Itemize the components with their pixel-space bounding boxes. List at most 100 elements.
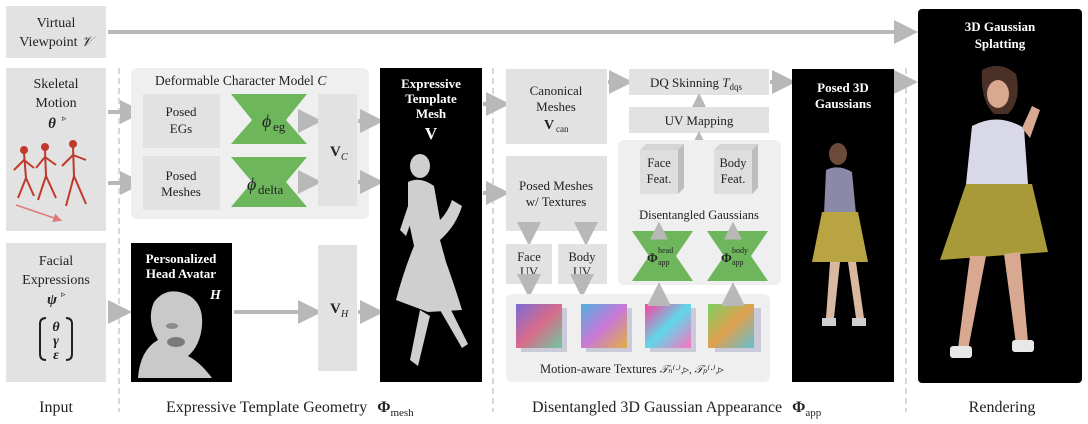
- posed-meshes-box: Posed Meshes: [143, 156, 220, 210]
- motion-textures-label: Motion-aware Textures 𝒯ₙ⁽·⁾,▹, 𝒯ₚ⁽·⁾,▹: [540, 362, 724, 376]
- vc-symbol: V: [330, 144, 341, 160]
- caption-input: Input: [39, 399, 73, 416]
- caption-geometry: Expressive Template Geometry Φmesh: [166, 399, 414, 419]
- body-feat-cube: Body Feat.: [714, 144, 758, 194]
- texture-stack-1: [516, 304, 567, 352]
- posed-gaussians-figure: [812, 143, 868, 326]
- head-avatar-line1: Personalized: [146, 251, 218, 266]
- rendered-person: [940, 65, 1048, 358]
- skeletal-line1: Skeletal: [33, 77, 78, 92]
- facial-symbol: ψ: [47, 292, 58, 308]
- vc-sub: C: [341, 152, 348, 163]
- face-uv-line2: UV: [520, 265, 538, 279]
- param-epsilon: ε: [53, 348, 59, 363]
- posed-gaussians-panel: Posed 3D Gaussians: [792, 69, 894, 382]
- template-line1: Expressive: [401, 76, 461, 91]
- rendering-panel: 3D Gaussian Splatting: [918, 9, 1082, 383]
- phi-head-symbol: Φ: [647, 250, 658, 265]
- posed-egs-line1: Posed: [165, 104, 197, 119]
- phi-body-symbol: Φ: [721, 250, 732, 265]
- posed-gaussians-line2: Gaussians: [815, 96, 871, 111]
- template-line2: Template: [405, 91, 457, 106]
- template-symbol: V: [425, 124, 438, 143]
- phi-head-sup: head: [658, 246, 673, 255]
- posed-egs-line2: EGs: [170, 121, 192, 136]
- head-render: [138, 291, 212, 378]
- body-uv-line1: Body: [568, 250, 596, 264]
- gaussians-group-label: Disentangled Gaussians: [639, 208, 759, 222]
- caption-rendering: Rendering: [969, 399, 1036, 416]
- phi-body-sup: body: [732, 246, 748, 255]
- face-feat-line1: Face: [647, 156, 671, 170]
- template-mesh-panel: Expressive Template Mesh V: [380, 68, 482, 382]
- posed-egs-box: Posed EGs: [143, 94, 220, 148]
- rendering-line2: Splatting: [975, 36, 1026, 51]
- motion-direction-arrow: [15, 204, 63, 223]
- head-avatar-symbol: H: [209, 288, 222, 303]
- uv-mapping-label: UV Mapping: [665, 113, 734, 128]
- phi-body-network: Φ body app: [707, 231, 768, 281]
- phi-delta-symbol: ϕ: [247, 174, 256, 194]
- posed-textures-line2: w/ Textures: [526, 194, 587, 209]
- phi-eg-sub: eg: [273, 119, 286, 134]
- canonical-meshes-box: Canonical Meshes V can: [506, 69, 607, 144]
- param-theta: θ: [52, 320, 60, 335]
- template-mesh-figure: [396, 154, 468, 366]
- vh-symbol: V: [330, 301, 341, 317]
- phi-eg-network: ϕ eg: [231, 94, 307, 144]
- phi-head-sub: app: [658, 258, 670, 267]
- uv-mapping-box: UV Mapping: [629, 107, 769, 133]
- head-avatar-line2: Head Avatar: [146, 266, 216, 281]
- skeleton-figures: [13, 140, 87, 207]
- vh-box: V H: [318, 245, 357, 371]
- posed-textures-box: Posed Meshes w/ Textures: [506, 156, 607, 231]
- phi-eg-symbol: ϕ: [262, 111, 271, 131]
- body-feat-line1: Body: [719, 156, 747, 170]
- deformable-model-title: Deformable Character Model C: [155, 73, 327, 88]
- canonical-sub: can: [556, 124, 569, 134]
- facial-superscript: ▹: [61, 289, 66, 299]
- viewpoint-box: Virtual Viewpoint 𝒱: [6, 6, 106, 58]
- face-uv-box: Face UV: [506, 244, 552, 284]
- canonical-symbol: V: [544, 118, 554, 133]
- phi-delta-sub: delta: [258, 182, 283, 197]
- dq-skinning-box: DQ Skinning Tdqs: [629, 69, 769, 95]
- facial-line2: Expressions: [22, 273, 90, 288]
- texture-stack-2: [581, 304, 632, 352]
- canonical-line2: Meshes: [536, 99, 576, 114]
- body-uv-box: Body UV: [558, 244, 607, 284]
- posed-textures-line1: Posed Meshes: [519, 178, 593, 193]
- param-gamma: γ: [53, 334, 59, 349]
- face-feat-line2: Feat.: [647, 172, 672, 186]
- vc-box: V C: [318, 94, 357, 206]
- facial-expressions-box: Facial Expressions ψ ▹ θ γ ε: [6, 243, 106, 382]
- facial-line1: Facial: [39, 254, 73, 269]
- face-feat-cube: Face Feat.: [640, 144, 684, 194]
- viewpoint-line2: Viewpoint 𝒱: [19, 35, 97, 50]
- skeletal-motion-box: Skeletal Motion θ ▹: [6, 68, 106, 231]
- texture-stack-3: [645, 304, 696, 352]
- motion-textures-box: Motion-aware Textures 𝒯ₙ⁽·⁾,▹, 𝒯ₚ⁽·⁾,▹: [506, 294, 770, 382]
- body-feat-line2: Feat.: [721, 172, 746, 186]
- caption-appearance: Disentangled 3D Gaussian Appearance Φapp: [532, 399, 822, 419]
- face-uv-line1: Face: [517, 250, 541, 264]
- rendering-line1: 3D Gaussian: [965, 19, 1036, 34]
- dq-skinning-label: DQ Skinning Tdqs: [650, 75, 742, 92]
- posed-meshes-line1: Posed: [165, 168, 197, 183]
- skeletal-symbol: θ: [48, 116, 56, 132]
- canonical-line1: Canonical: [530, 83, 583, 98]
- vh-sub: H: [340, 309, 349, 320]
- head-avatar-panel: Personalized Head Avatar H: [131, 243, 232, 382]
- posed-meshes-line2: Meshes: [161, 184, 201, 199]
- template-line3: Mesh: [416, 106, 447, 121]
- phi-head-network: Φ head app: [632, 231, 693, 281]
- body-uv-line2: UV: [573, 265, 591, 279]
- texture-stack-4: [708, 304, 761, 352]
- skeletal-superscript: ▹: [62, 113, 67, 123]
- phi-body-sub: app: [732, 258, 744, 267]
- gaussians-group: Face Feat. Body Feat. Disentangled Gauss…: [618, 140, 781, 285]
- skeletal-line2: Motion: [35, 96, 76, 111]
- posed-gaussians-line1: Posed 3D: [817, 80, 869, 95]
- section-dividers: [118, 68, 907, 412]
